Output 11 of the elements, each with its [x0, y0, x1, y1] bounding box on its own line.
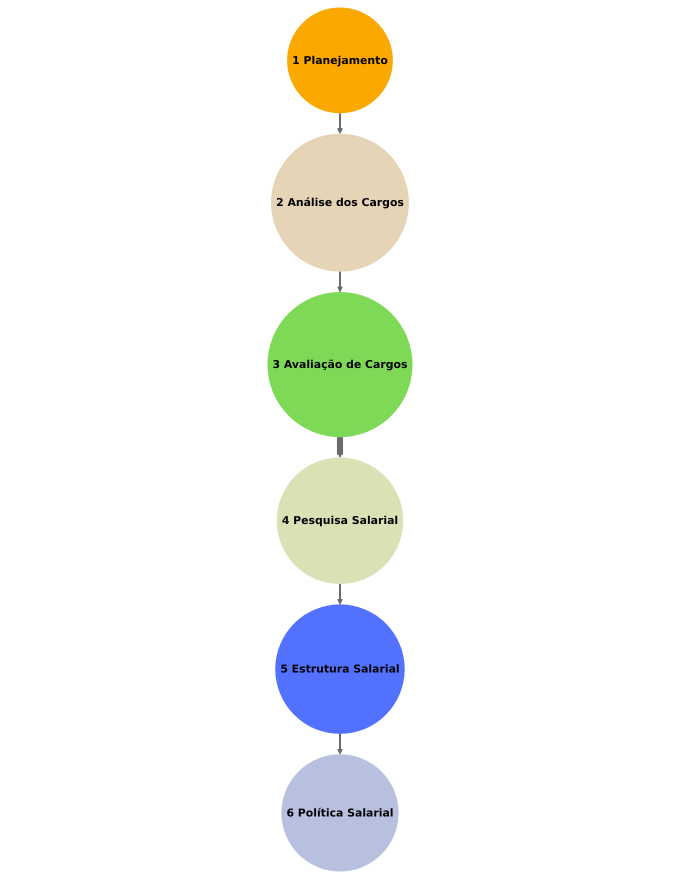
node-circle: 4 Pesquisa Salarial — [276, 458, 404, 584]
arrow — [337, 584, 343, 605]
arrow — [337, 272, 343, 292]
node-circle: 5 Estrutura Salarial — [275, 604, 405, 734]
arrow — [336, 436, 344, 458]
arrow — [337, 734, 343, 755]
node-circle: 2 Análise dos Cargos — [271, 134, 409, 272]
node-circle: 1 Planejamento — [287, 7, 393, 114]
arrow — [337, 113, 343, 134]
node-circle: 3 Avaliação de Cargos — [267, 292, 413, 438]
node-circle: 6 Política Salarial — [281, 754, 399, 872]
